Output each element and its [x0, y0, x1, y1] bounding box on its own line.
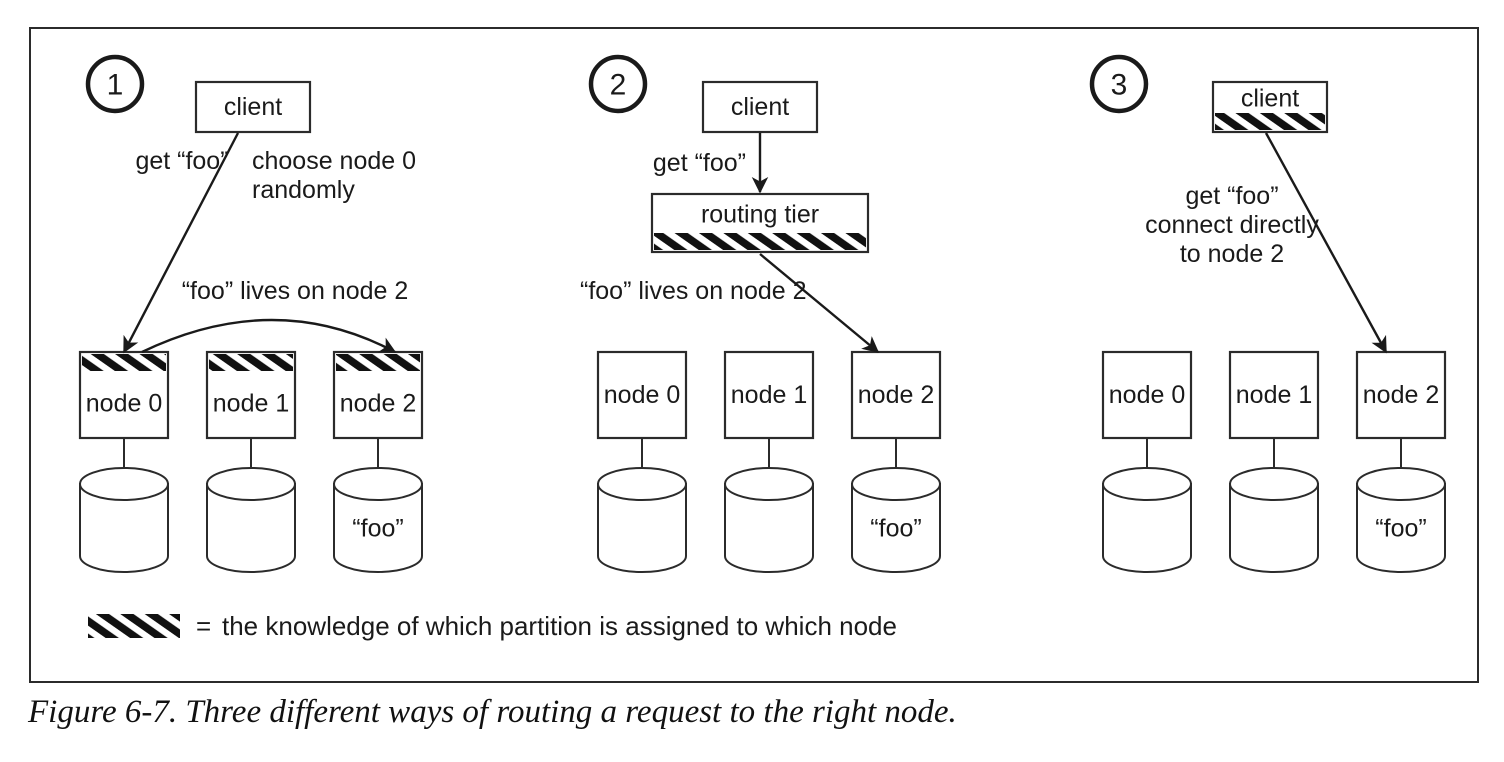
- legend: = the knowledge of which partition is ass…: [88, 611, 897, 641]
- choose-node-label-line1: choose node 0: [252, 147, 416, 175]
- to-node-2-label: to node 2: [1180, 240, 1284, 268]
- node-box[interactable]: [1355, 350, 1447, 440]
- node-label: node 0: [86, 390, 162, 418]
- database-cylinder[interactable]: [206, 483, 296, 573]
- node-hatch-band: [209, 354, 293, 371]
- get-foo-label: get “foo”: [653, 149, 746, 177]
- database-cylinder[interactable]: [333, 483, 423, 573]
- database-cylinder-top: [724, 467, 814, 501]
- node-box[interactable]: [850, 350, 942, 440]
- database-cylinder[interactable]: [724, 483, 814, 573]
- node-label: node 1: [213, 390, 289, 418]
- client-label: client: [1241, 85, 1299, 113]
- database-key-label: “foo”: [870, 515, 921, 543]
- step-badge-circle: [588, 54, 648, 114]
- node-label: node 0: [604, 381, 680, 409]
- node-label: node 0: [1109, 381, 1185, 409]
- client-to-node2-arrow: [1264, 132, 1388, 354]
- database-cylinder[interactable]: [597, 483, 687, 573]
- database-cylinder-top: [1102, 467, 1192, 501]
- database-cylinder-top: [851, 467, 941, 501]
- node-group: node 2 “foo”: [332, 350, 424, 573]
- node0-to-node2-arc: [141, 318, 397, 354]
- node-group: node 2 “foo”: [1355, 350, 1447, 573]
- database-cylinder-top: [597, 467, 687, 501]
- node-group: node 0: [596, 350, 688, 573]
- node-label: node 1: [731, 381, 807, 409]
- hatch-swatch-icon: [88, 614, 180, 638]
- panel-1: 1 client node 0 node 1 node 2 “foo” get “foo” c…: [78, 54, 424, 573]
- step-badge-circle: [85, 54, 145, 114]
- database-cylinder-top: [1229, 467, 1319, 501]
- node-group: node 1: [723, 350, 815, 573]
- node-label: node 2: [340, 390, 416, 418]
- client-label: client: [224, 93, 282, 121]
- panel-2: 2 client routing tier node 0 node 1 node 2 “fo…: [580, 54, 942, 573]
- database-cylinder-top: [333, 467, 423, 501]
- node-group: node 2 “foo”: [850, 350, 942, 573]
- node-box[interactable]: [1101, 350, 1193, 440]
- node-group: node 1: [205, 350, 297, 573]
- node-label: node 1: [1236, 381, 1312, 409]
- connect-directly-label: connect directly: [1145, 211, 1319, 239]
- database-key-label: “foo”: [352, 515, 403, 543]
- database-cylinder[interactable]: [79, 483, 169, 573]
- panel-3: 3 client node 0 node 1 node 2 “foo” get “foo”c…: [1089, 54, 1447, 573]
- client-box[interactable]: [194, 80, 312, 134]
- database-cylinder-top: [79, 467, 169, 501]
- routing-tier-to-node2-arrow: [759, 253, 880, 353]
- legend-equals-sign: =: [196, 611, 211, 641]
- database-key-label: “foo”: [1375, 515, 1426, 543]
- node-box[interactable]: [596, 350, 688, 440]
- legend-description: the knowledge of which partition is assi…: [222, 611, 897, 641]
- step-badge-number: 1: [107, 69, 124, 102]
- database-cylinder[interactable]: [1102, 483, 1192, 573]
- routing-tier-label: routing tier: [701, 201, 819, 229]
- database-cylinder-top: [206, 467, 296, 501]
- step-badge-circle: [1089, 54, 1149, 114]
- node-group: node 1: [1228, 350, 1320, 573]
- database-cylinder[interactable]: [851, 483, 941, 573]
- database-cylinder-top: [1356, 467, 1446, 501]
- choose-node-label-line2: randomly: [252, 176, 355, 204]
- client-to-node0-arrow: [122, 132, 240, 354]
- client-label: client: [731, 93, 789, 121]
- get-foo-label: get “foo”: [135, 147, 228, 175]
- foo-lives-label: “foo” lives on node 2: [580, 277, 807, 305]
- step-badge-number: 2: [610, 69, 627, 102]
- node-label: node 2: [1363, 381, 1439, 409]
- get-foo-label: get “foo”: [1185, 182, 1278, 210]
- client-box[interactable]: [701, 80, 819, 134]
- client-hatch-band: [1215, 113, 1325, 130]
- node-hatch-band: [336, 354, 420, 371]
- database-cylinder[interactable]: [1229, 483, 1319, 573]
- node-hatch-band: [82, 354, 166, 371]
- step-badge-number: 3: [1111, 69, 1128, 102]
- routing-tier-hatch-band: [654, 233, 866, 250]
- figure-caption: Figure 6-7. Three different ways of rout…: [28, 694, 957, 730]
- node-box[interactable]: [1228, 350, 1320, 440]
- foo-lives-label: “foo” lives on node 2: [182, 277, 409, 305]
- node-label: node 2: [858, 381, 934, 409]
- node-group: node 0: [78, 350, 170, 573]
- database-cylinder[interactable]: [1356, 483, 1446, 573]
- node-group: node 0: [1101, 350, 1193, 573]
